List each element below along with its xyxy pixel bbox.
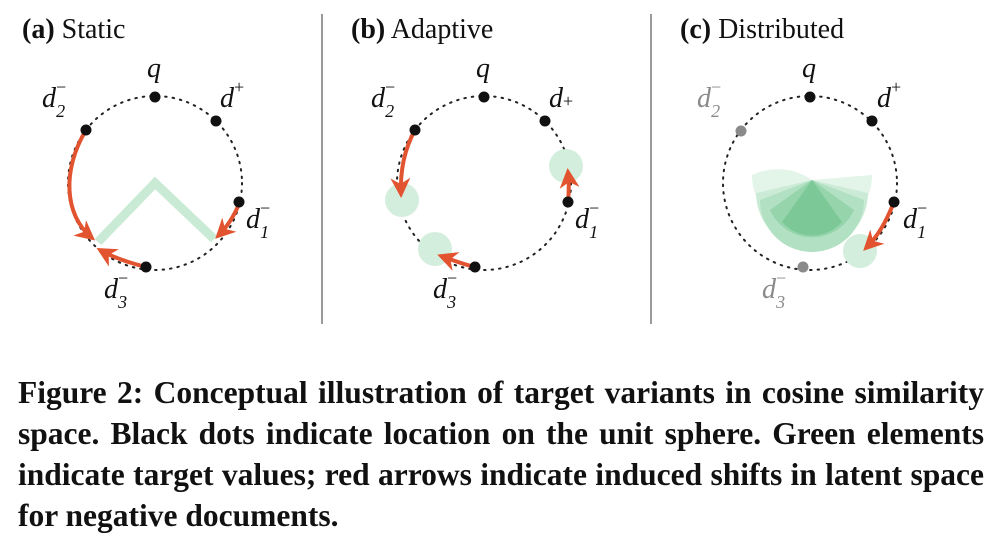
- negative-doc-1-dot: [233, 196, 245, 208]
- negative-doc-1-dot: [888, 196, 900, 208]
- target-static: [94, 176, 218, 246]
- negative-doc-3-dot: [797, 261, 809, 273]
- negative-doc-3-dot: [140, 261, 152, 273]
- negative-doc-2-label: d−2: [697, 77, 721, 121]
- figure-caption: Figure 2: Conceptual illustration of tar…: [18, 375, 984, 533]
- negative-doc-3-dot: [469, 261, 481, 273]
- positive-doc-dot: [210, 115, 222, 127]
- negative-doc-2-label: d−2: [371, 77, 395, 121]
- query-label: q: [476, 53, 490, 84]
- negative-doc-2-label: d−2: [42, 77, 66, 121]
- positive-doc-label: d+: [220, 77, 244, 114]
- query-label: q: [147, 53, 161, 84]
- target-region-d1: [549, 149, 583, 183]
- panel-b-title: (b) Adaptive: [351, 14, 493, 45]
- negative-doc-1-label: d−1: [246, 198, 270, 242]
- unit-circle-a: [67, 95, 243, 271]
- panel-c: (c) Distributed q d+ d−1 d−2 d−3: [680, 14, 927, 312]
- positive-doc-label: d−+: [549, 83, 573, 114]
- negative-doc-3-label: d−3: [104, 268, 128, 312]
- target-distribution-fan: [752, 169, 872, 252]
- query-label: q: [802, 53, 816, 84]
- negative-doc-1-dot: [562, 196, 574, 208]
- negative-doc-2-dot: [409, 124, 421, 136]
- target-region-d3: [418, 232, 452, 266]
- positive-doc-dot: [539, 115, 551, 127]
- query-dot: [804, 91, 816, 103]
- panel-a-title: (a) Static: [22, 14, 125, 45]
- panel-b: (b) Adaptive q d−+ d−1 d−2 d−3: [351, 14, 599, 312]
- negative-doc-3-label: d−3: [433, 268, 457, 312]
- negative-doc-1-label: d−1: [903, 198, 927, 242]
- arrow-d2-b: [390, 129, 417, 198]
- unit-circle-c: [722, 95, 898, 271]
- arrow-d1-c: [863, 201, 896, 251]
- negative-doc-2-dot: [80, 124, 92, 136]
- negative-doc-3-label: d−3: [762, 268, 786, 312]
- arrow-d3-a: [96, 248, 147, 269]
- negative-doc-2-dot: [735, 125, 747, 137]
- query-dot: [149, 91, 161, 103]
- panel-a: (a) Static q d+ d−1 d−2 d−3: [22, 14, 270, 312]
- positive-doc-label: d+: [877, 77, 901, 114]
- arrow-d2-a: [67, 128, 96, 241]
- negative-doc-1-label: d−1: [575, 198, 599, 242]
- figure-diagram: (a) Static q d+ d−1 d−2 d−3 (b) Adaptive…: [22, 14, 927, 324]
- panel-c-title: (c) Distributed: [680, 14, 844, 45]
- positive-doc-dot: [866, 115, 878, 127]
- arrow-d1-a: [215, 203, 241, 239]
- query-dot: [478, 91, 490, 103]
